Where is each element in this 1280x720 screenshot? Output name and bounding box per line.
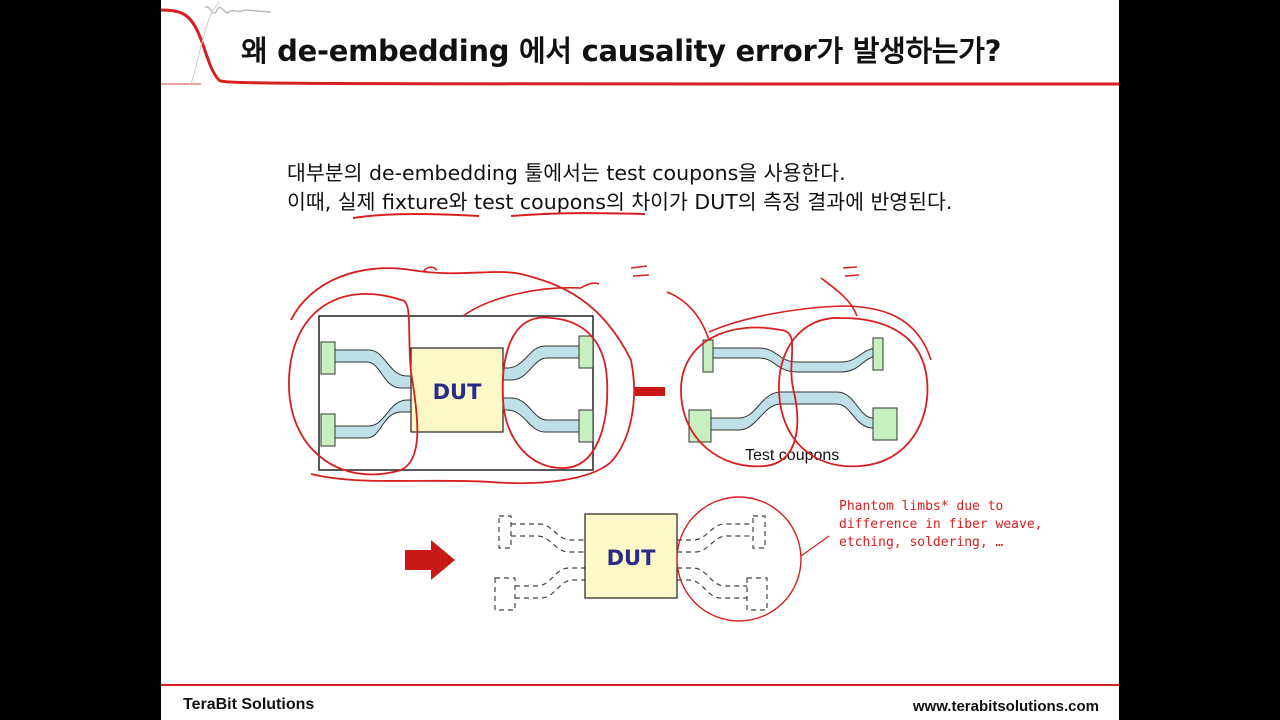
fixture-pad-left-top	[320, 341, 336, 375]
annotation-circle-coupon-left	[680, 326, 799, 468]
intro-line-1: 대부분의 de-embedding 툴에서는 test coupons을 사용한…	[287, 161, 846, 185]
result-dut-label: DUT	[607, 546, 656, 570]
test-coupons-label: Test coupons	[745, 447, 839, 464]
footer-company: TeraBit Solutions	[183, 696, 315, 713]
equals-mark-right	[842, 266, 860, 277]
annotation-tick-top	[580, 282, 600, 289]
underline-test-coupons	[510, 212, 646, 217]
annotation-arc-top-right	[462, 286, 582, 317]
fixture-pad-right-top	[578, 335, 594, 369]
annotation-arc-fixture-outer	[290, 267, 635, 485]
test-coupons-assembly: Test coupons	[688, 337, 898, 464]
underline-fixture	[352, 213, 480, 219]
coupon-trace-top	[710, 347, 880, 373]
annotation-circle-fixture-left	[288, 293, 419, 476]
phantom-note-line-1: Phantom limbs* due to	[839, 499, 1003, 514]
coupon-pad-top-left	[702, 339, 714, 373]
resulting-dut-assembly: DUT	[494, 496, 830, 622]
phantom-note: Phantom limbs* due to difference in fibe…	[839, 499, 1050, 550]
annotation-circle-fixture-right	[501, 316, 609, 469]
fixture-dut-box	[410, 347, 504, 433]
phantom-limbs-highlight-circle	[676, 496, 802, 622]
phantom-limbs	[494, 515, 768, 611]
phantom-note-leader-line	[800, 535, 830, 557]
phantom-note-line-2: difference in fiber weave,	[839, 517, 1043, 532]
fixture-pad-right-bottom	[578, 409, 594, 443]
annotation-arc-coupon-top	[666, 291, 710, 341]
header-wave-decoration	[161, 1, 1119, 86]
fixture-dut-label: DUT	[433, 380, 482, 404]
slide: 왜 de-embedding 에서 causality error가 발생하는가…	[161, 0, 1119, 720]
equals-mark-left	[630, 265, 650, 277]
minus-sign	[635, 387, 665, 396]
coupon-pad-top-right	[872, 337, 884, 371]
coupon-pad-bottom-right	[872, 407, 898, 441]
annotation-circle-coupon-right	[778, 317, 929, 468]
deembedding-diagram: DUT Test coupons	[288, 212, 1050, 622]
fixture-assembly: DUT	[318, 315, 594, 471]
annotation-arc-coupon-outer	[708, 305, 932, 361]
fixture-pad-left-bottom	[320, 413, 336, 447]
coupon-trace-bottom	[704, 391, 874, 431]
phantom-note-line-3: etching, soldering, …	[839, 535, 1004, 550]
footer-url: www.terabitsolutions.com	[912, 698, 1099, 715]
annotation-squiggle-top	[422, 266, 438, 273]
coupon-pad-bottom-left	[688, 409, 712, 443]
result-dut-box	[584, 513, 678, 599]
result-arrow	[405, 540, 455, 580]
page-title: 왜 de-embedding 에서 causality error가 발생하는가…	[241, 34, 1002, 68]
intro-line-2: 이때, 실제 fixture와 test coupons의 차이가 DUT의 측…	[287, 190, 953, 214]
footer-rule	[161, 684, 1119, 686]
annotation-arc-coupon-right-top	[820, 277, 858, 317]
